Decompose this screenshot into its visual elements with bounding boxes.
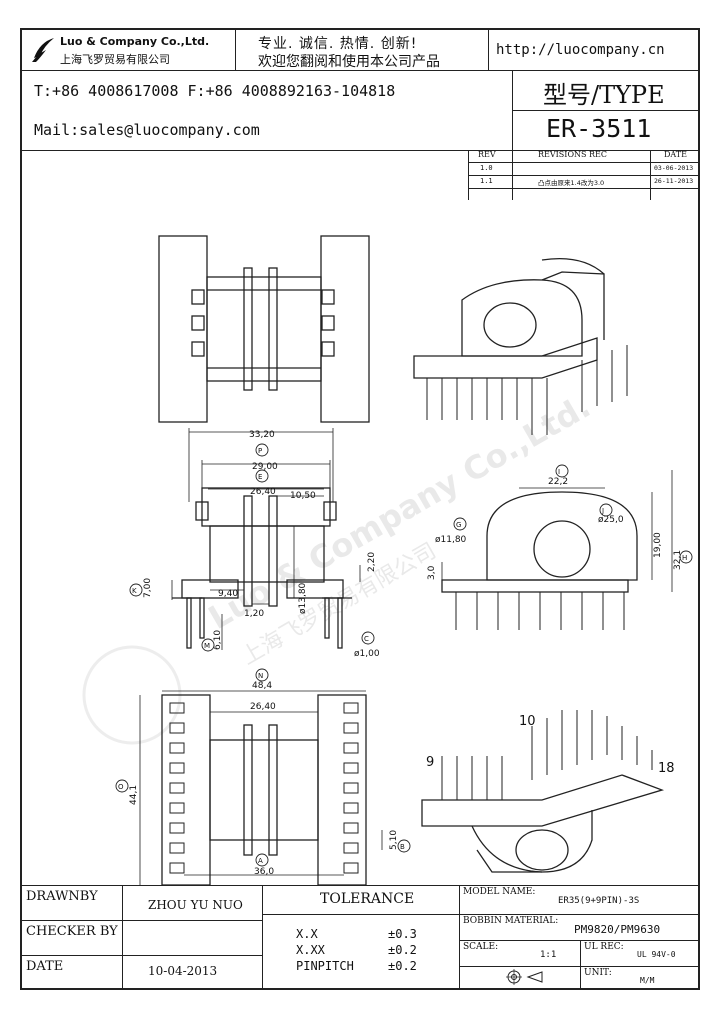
svg-text:Luo & Company Co.,Ltd.: Luo & Company Co.,Ltd. <box>202 387 597 637</box>
rev-rec-2: 凸点由原来1.4改为3.0 <box>538 179 605 187</box>
model-label: MODEL NAME: <box>463 887 536 897</box>
dim-1-00: ø1,00 <box>354 649 380 659</box>
rev-date-2: 26-11-2013 <box>654 177 694 185</box>
ul-value: UL 94V-0 <box>637 950 676 959</box>
dim-2-20: 2,20 <box>367 552 377 572</box>
company-name-cn: 上海飞罗贸易有限公司 <box>60 53 170 66</box>
model-value: ER35(9+9PIN)-3S <box>558 896 640 906</box>
date-label: DATE <box>26 959 64 974</box>
front-view: 33,20 29,00 26,40 10,50 2,20 7,00 9,40 1… <box>129 428 380 659</box>
tol-val-1: ±0.3 <box>388 927 417 941</box>
scale-value: 1:1 <box>540 950 557 960</box>
bobbin-label: BOBBIN MATERIAL: <box>463 916 559 926</box>
svg-text:P: P <box>258 447 262 455</box>
svg-text:K: K <box>132 587 137 595</box>
header-divider <box>22 70 698 71</box>
dim-1-20: 1,20 <box>244 609 264 619</box>
side-view: 22,2 ø25,0 ø11,80 19,00 32,1 3,0 I J G H <box>427 464 693 630</box>
dim-29-00: 29,00 <box>252 462 278 472</box>
watermark: Luo & Company Co.,Ltd. 上海飞罗贸易有限公司 <box>82 387 597 745</box>
dim-32-1: 32,1 <box>673 550 683 570</box>
dim-9-40: 9,40 <box>218 589 238 599</box>
dim-5-10: 5,10 <box>389 830 399 850</box>
part-number: ER-3511 <box>546 114 652 143</box>
bottom-view: 48,4 26,40 44,1 5,10 36,0 N O B A <box>115 668 411 885</box>
rev-row-1: 1.0 <box>480 164 493 172</box>
dim-48-4: 48,4 <box>252 681 272 691</box>
drawnby-value: ZHOU YU NUO <box>148 898 243 912</box>
svg-text:I: I <box>558 468 560 476</box>
company-name-en: Luo & Company Co.,Ltd. <box>60 35 210 48</box>
rev-row-2: 1.1 <box>480 177 493 185</box>
dim-22-2: 22,2 <box>548 477 568 487</box>
company-url: http://luocompany.cn <box>496 42 665 58</box>
tol-key-3: PINPITCH <box>296 959 354 973</box>
slogan-1: 专业. 诚信. 热情. 创新! <box>258 36 418 52</box>
dim-6-10: 6,10 <box>213 630 223 650</box>
svg-text:B: B <box>400 843 405 851</box>
unit-value: M/M <box>640 976 655 985</box>
checker-label: CHECKER BY <box>26 924 118 939</box>
tol-val-2: ±0.2 <box>388 943 417 957</box>
date-value: 10-04-2013 <box>148 964 218 978</box>
revision-table: REV REVISIONS REC DATE 1.0 03-06-2013 1.… <box>468 150 698 200</box>
svg-text:A: A <box>258 857 263 865</box>
svg-text:C: C <box>364 635 369 643</box>
phone-fax: T:+86 4008617008 F:+86 4008892163-104818 <box>34 82 396 100</box>
tol-key-1: X.X <box>296 927 318 941</box>
svg-text:E: E <box>258 473 262 481</box>
dim-26-40: 26,40 <box>250 487 276 497</box>
dim-25-0: ø25,0 <box>598 515 624 525</box>
date-header: DATE <box>664 150 687 159</box>
tolerance-title: TOLERANCE <box>320 891 415 907</box>
ul-label: UL REC: <box>584 942 624 952</box>
dim-33-20: 33,20 <box>249 430 275 440</box>
drawing-sheet: Luo & Company Co.,Ltd. 上海飞罗贸易有限公司 专业. 诚信… <box>20 28 700 990</box>
drawnby-label: DRAWNBY <box>26 889 98 904</box>
pin-label-18: 18 <box>658 761 675 776</box>
dim-7-00: 7,00 <box>143 578 153 598</box>
dim-44-1: 44,1 <box>129 785 139 805</box>
dim-10-50: 10,50 <box>290 491 316 501</box>
rev-header: REV <box>478 150 496 159</box>
dim-13-80: ø13,80 <box>298 582 308 614</box>
svg-text:M: M <box>204 642 210 650</box>
technical-drawing: Luo & Company Co.,Ltd. 上海飞罗贸易有限公司 <box>82 235 693 885</box>
svg-text:H: H <box>682 554 687 562</box>
svg-text:G: G <box>456 521 461 529</box>
mail-address: Mail:sales@luocompany.com <box>34 121 260 139</box>
unit-label: UNIT: <box>584 968 612 978</box>
svg-text:J: J <box>601 507 604 515</box>
dim-11-80: ø11,80 <box>435 535 467 545</box>
tol-val-3: ±0.2 <box>388 959 417 973</box>
dim-19-00: 19,00 <box>653 532 663 558</box>
pin-label-10: 10 <box>519 714 536 729</box>
slogan-2: 欢迎您翻阅和使用本公司产品 <box>258 54 440 70</box>
isometric-view-top <box>413 257 628 435</box>
svg-text:O: O <box>118 783 124 791</box>
rev-date-1: 03-06-2013 <box>654 164 694 172</box>
rec-header: REVISIONS REC <box>538 150 608 159</box>
company-logo <box>32 38 54 62</box>
dim-3-0: 3,0 <box>427 565 437 580</box>
scale-label: SCALE: <box>463 942 499 952</box>
top-view <box>158 235 370 423</box>
dim-36-0: 36,0 <box>254 867 274 877</box>
isometric-view-bottom: 10 9 18 <box>421 710 675 873</box>
type-label: 型号/TYPE <box>543 81 665 109</box>
svg-text:N: N <box>258 672 263 680</box>
projection-symbol-icon <box>506 969 543 985</box>
bobbin-value: PM9820/PM9630 <box>574 923 661 936</box>
tol-key-2: X.XX <box>296 943 325 957</box>
pin-label-9: 9 <box>426 755 434 770</box>
dim-26-40-b: 26,40 <box>250 702 276 712</box>
